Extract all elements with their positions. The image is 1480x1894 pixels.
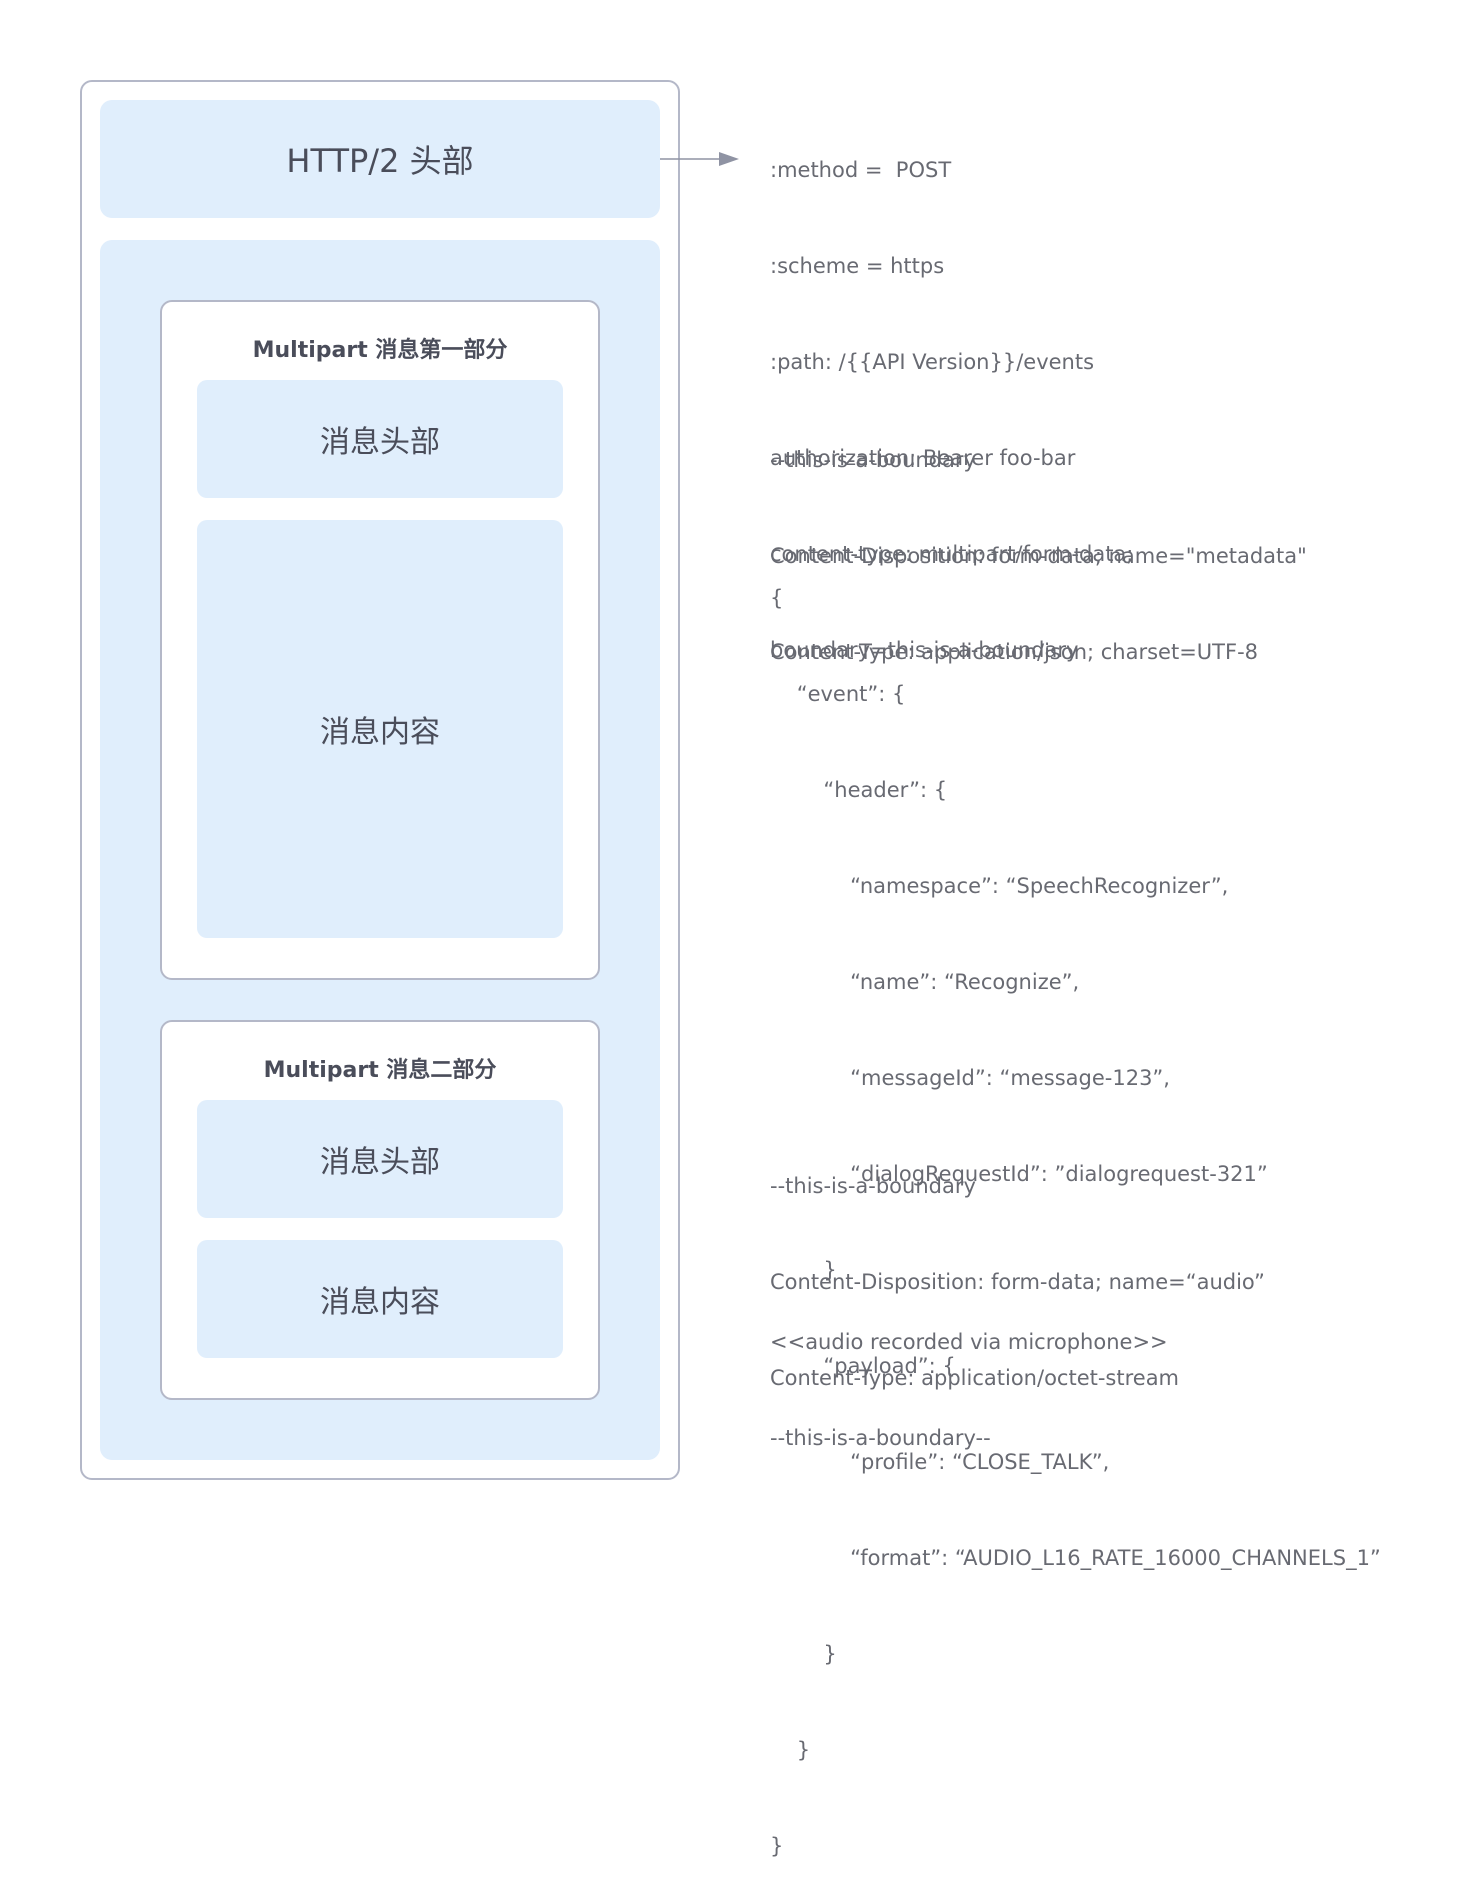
code-line: } xyxy=(770,1642,837,1666)
code-line: “payload”: { xyxy=(770,1354,956,1378)
code-line: “name”: “Recognize”, xyxy=(770,970,1080,994)
code-line: authorization: Bearer foo-bar xyxy=(770,446,1076,470)
code-line: :scheme = https xyxy=(770,254,945,278)
code-line: <<audio recorded via microphone>> xyxy=(770,1330,1168,1354)
code-line: Content-Type: application/json; charset=… xyxy=(770,640,1259,664)
http2-header-label: HTTP/2 头部 xyxy=(286,142,474,180)
code-line: “format”: “AUDIO_L16_RATE_16000_CHANNELS… xyxy=(770,1546,1381,1570)
part-two-content-box: 消息内容 xyxy=(197,1240,563,1358)
part-one-content-box: 消息内容 xyxy=(197,520,563,938)
code-line: --this-is-a-boundary-- xyxy=(770,1426,991,1450)
arrow-right-icon xyxy=(660,152,739,166)
code-line: “header”: { xyxy=(770,778,948,802)
code-line: :method = POST xyxy=(770,158,952,182)
http2-header-box: HTTP/2 头部 xyxy=(100,100,660,218)
audio-header-lines: --this-is-a-boundary Content-Disposition… xyxy=(770,1106,1265,1426)
code-line: boundary=this-is-a-boundary xyxy=(770,638,1079,662)
part-one-header-box: 消息头部 xyxy=(197,380,563,498)
code-line: content-type: multipart/form-data; xyxy=(770,542,1134,566)
multipart-part-two-title: Multipart 消息二部分 xyxy=(263,1058,497,1083)
code-line: “namespace”: “SpeechRecognizer”, xyxy=(770,874,1229,898)
http-header-lines: :method = POST :scheme = https :path: /{… xyxy=(770,90,1133,698)
code-line: Content-Disposition: form-data; name=“au… xyxy=(770,1270,1265,1294)
code-line: Content-Type: application/octet-stream xyxy=(770,1366,1180,1390)
code-line: } xyxy=(770,1258,837,1282)
code-line: Content-Disposition: form-data; name="me… xyxy=(770,544,1307,568)
part-two-header-label: 消息头部 xyxy=(320,1145,440,1180)
code-line: “messageId”: “message-123”, xyxy=(770,1066,1170,1090)
code-line: { xyxy=(770,586,784,610)
part-one-content-label: 消息内容 xyxy=(320,715,440,750)
audio-body-lines: <<audio recorded via microphone>> --this… xyxy=(770,1262,1168,1486)
code-line: --this-is-a-boundary xyxy=(770,448,976,472)
part-two-content-label: 消息内容 xyxy=(320,1285,440,1320)
part-one-header-label: 消息头部 xyxy=(320,425,440,460)
metadata-header-lines: --this-is-a-boundary Content-Disposition… xyxy=(770,380,1307,700)
code-line: --this-is-a-boundary xyxy=(770,1174,976,1198)
part-two-header-box: 消息头部 xyxy=(197,1100,563,1218)
code-line: } xyxy=(770,1834,784,1858)
code-line: } xyxy=(770,1738,811,1762)
code-line: “profile”: “CLOSE_TALK”, xyxy=(770,1450,1110,1474)
code-line: “dialogRequestId”: ”dialogrequest-321” xyxy=(770,1162,1268,1186)
code-line: “event”: { xyxy=(770,682,906,706)
multipart-part-one-title: Multipart 消息第一部分 xyxy=(252,338,508,363)
code-line: :path: /{{API Version}}/events xyxy=(770,350,1095,374)
